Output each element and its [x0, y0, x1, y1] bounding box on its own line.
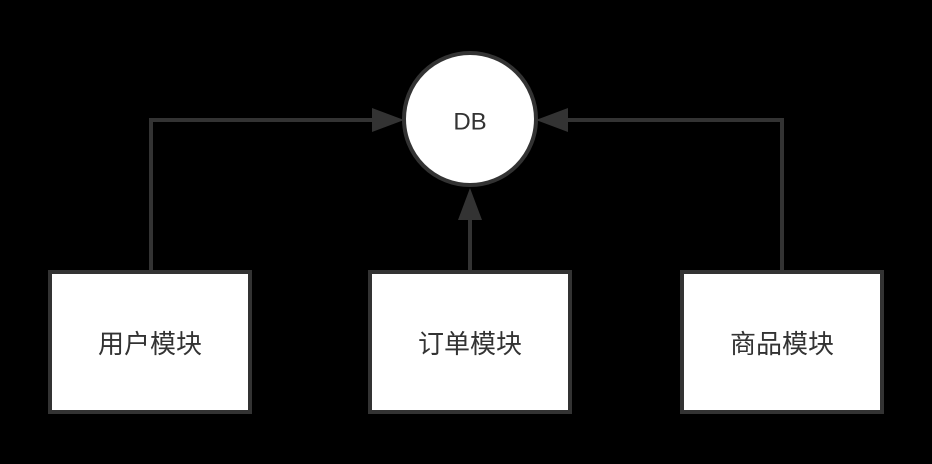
- edge-user-to-db-line: [149, 118, 372, 272]
- db-node-circle: [402, 51, 538, 187]
- edge-product-to-db-line: [568, 118, 784, 272]
- product-module-label: 商品模块: [730, 329, 834, 359]
- order-module-rect: [368, 270, 572, 414]
- arrowhead-up: [458, 188, 482, 220]
- edge-user-to-db: [149, 108, 404, 272]
- product-module-rect: [680, 270, 884, 414]
- db-node-label: DB: [453, 108, 486, 135]
- order-module-node: 订单模块: [368, 270, 572, 414]
- user-module-label: 用户模块: [98, 329, 202, 359]
- edge-order-to-db: [458, 188, 482, 272]
- arrowhead-left: [536, 108, 568, 132]
- user-module-rect: [48, 270, 252, 414]
- arrowhead-right: [372, 108, 404, 132]
- edge-product-to-db: [536, 108, 784, 272]
- product-module-node: 商品模块: [680, 270, 884, 414]
- db-node: DB: [402, 51, 538, 187]
- user-module-node: 用户模块: [48, 270, 252, 414]
- order-module-label: 订单模块: [418, 329, 522, 359]
